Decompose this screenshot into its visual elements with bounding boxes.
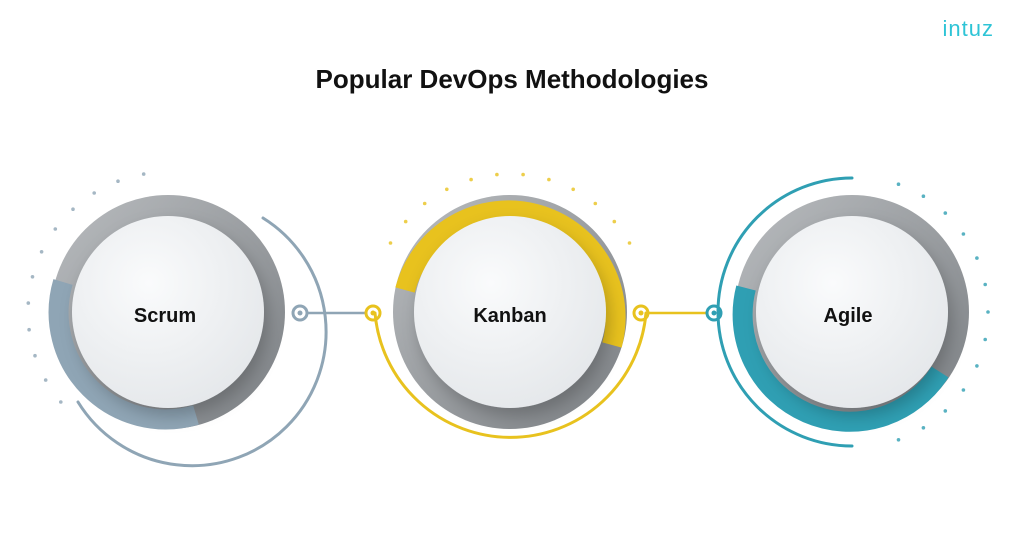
dotted-arc: [26, 172, 146, 404]
decor-dot: [141, 172, 146, 176]
decor-dot: [39, 250, 44, 254]
decor-dot: [961, 232, 966, 236]
decor-dot: [71, 207, 75, 211]
outer-arc: [373, 311, 648, 439]
decor-dot: [921, 194, 926, 198]
label-scrum: Scrum: [134, 305, 196, 327]
accent-arc: [395, 200, 626, 348]
decor-dot: [983, 337, 987, 342]
decor-dot: [403, 219, 408, 224]
decor-dot: [943, 211, 948, 215]
page-title: Popular DevOps Methodologies: [315, 64, 709, 94]
decor-dot: [896, 438, 901, 442]
methodology-scrum: Scrum: [26, 172, 328, 468]
outer-arc: [76, 216, 328, 468]
decor-dot: [961, 388, 966, 392]
connector-node-left-dot: [638, 310, 644, 316]
decor-dot: [116, 179, 120, 183]
intuz-logo: intuz: [942, 16, 994, 41]
circle-face: [414, 216, 606, 408]
decor-dot: [521, 172, 525, 177]
decor-dot: [896, 182, 901, 186]
accent-arc: [732, 285, 949, 432]
connector-node-left-dot: [297, 310, 303, 316]
decor-dot: [92, 191, 96, 195]
decor-dot: [593, 201, 598, 206]
decor-dot: [26, 301, 31, 305]
decor-dot: [59, 400, 63, 404]
connector-node-right-dot: [711, 310, 717, 316]
label-agile: Agile: [824, 305, 873, 327]
methodology-kanban: Kanban: [373, 172, 648, 439]
decor-dot: [921, 426, 926, 430]
decor-dot: [627, 241, 632, 245]
decor-dot: [469, 177, 473, 182]
decor-dot: [445, 187, 449, 192]
methodology-agile: Agile: [716, 176, 990, 448]
label-kanban: Kanban: [473, 305, 546, 327]
dotted-arc: [896, 182, 990, 442]
decor-dot: [33, 353, 37, 358]
decor-dot: [422, 201, 427, 206]
decor-dot: [975, 364, 979, 368]
decor-dot: [53, 227, 58, 231]
dotted-arc: [388, 172, 632, 245]
decor-dot: [27, 327, 31, 332]
circle-face: [72, 216, 264, 408]
decor-dot: [43, 378, 48, 382]
decor-dot: [986, 310, 990, 314]
decor-dot: [571, 187, 575, 192]
connector-scrum-kanban: [291, 304, 382, 322]
decor-dot: [495, 172, 499, 177]
decor-dot: [612, 219, 617, 224]
decor-dot: [943, 409, 948, 413]
outer-arc: [716, 176, 854, 448]
circle-face: [756, 216, 948, 408]
decor-dot: [30, 275, 35, 279]
decor-dot: [547, 177, 551, 182]
decor-dot: [975, 256, 979, 260]
connector-kanban-agile: [632, 304, 723, 322]
decor-dot: [983, 282, 987, 287]
decor-dot: [388, 241, 393, 245]
accent-arc: [48, 279, 199, 430]
